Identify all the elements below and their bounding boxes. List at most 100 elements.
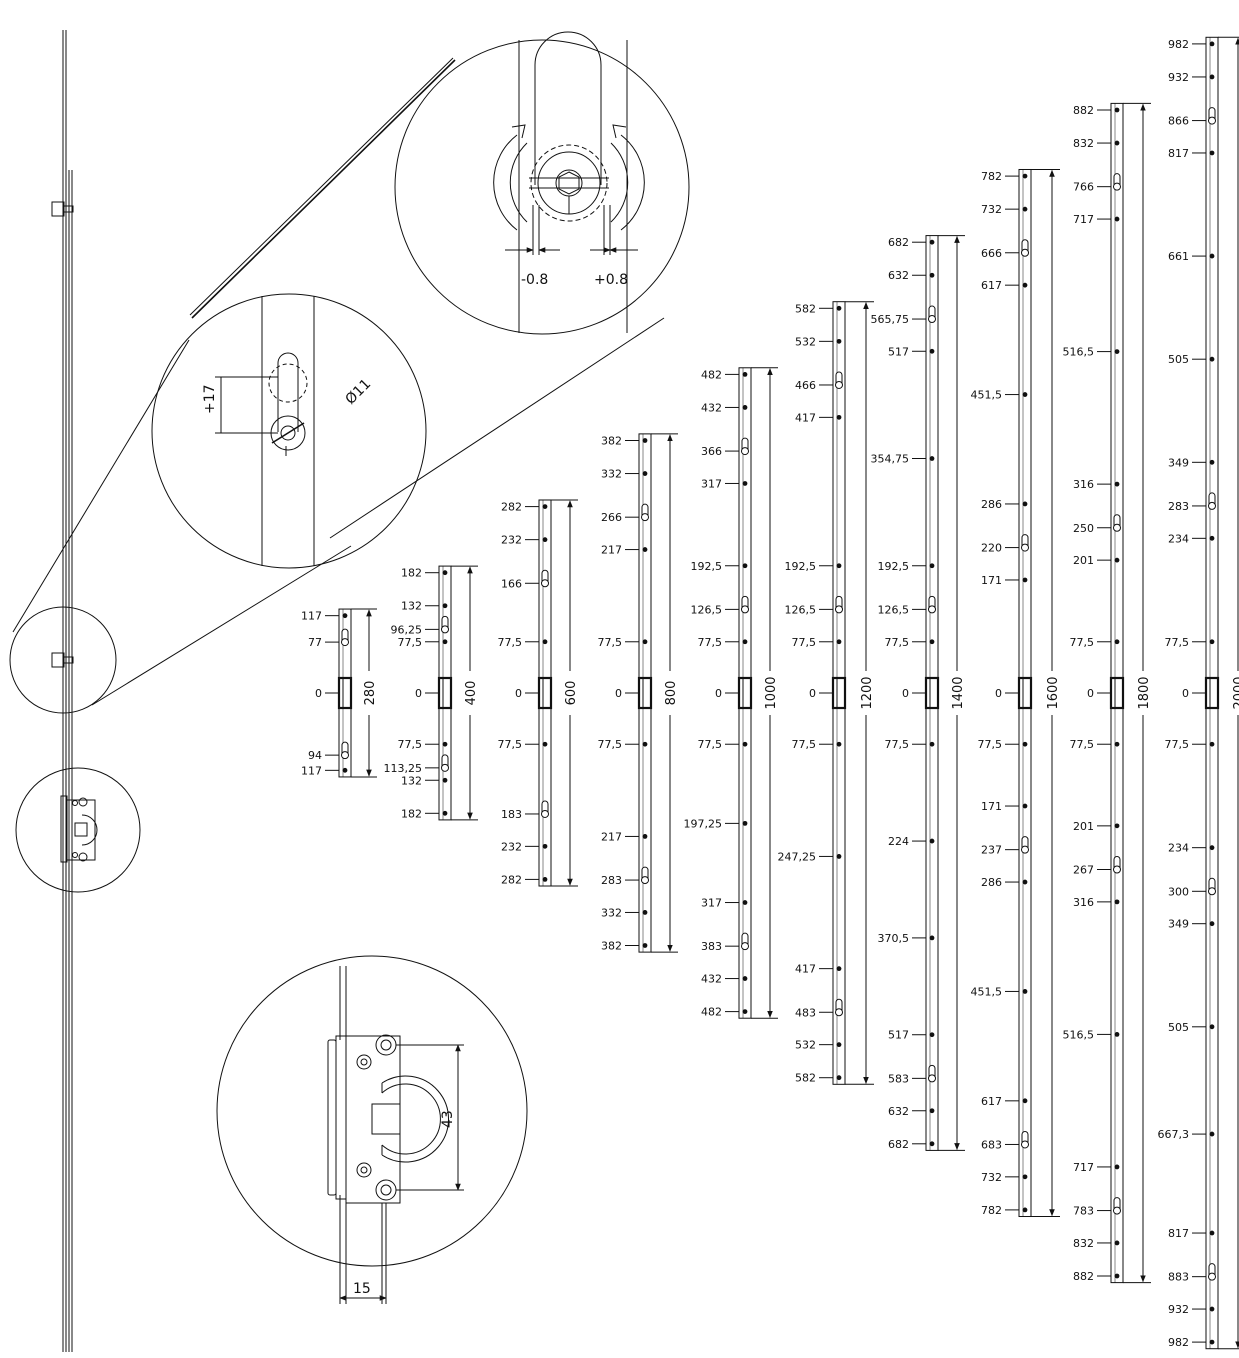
hole-position-label: 982	[1168, 38, 1189, 51]
hole-position-label: 283	[601, 874, 622, 887]
hole-position-label: 532	[795, 335, 816, 348]
hole-position-label: 126,5	[691, 603, 723, 616]
hole	[929, 1141, 935, 1147]
hole	[1209, 356, 1215, 362]
hole-position-label: 192,5	[785, 560, 817, 573]
hole-position-label: 982	[1168, 1336, 1189, 1349]
hole	[342, 767, 348, 773]
hole-position-label: 317	[701, 477, 722, 490]
hole	[1209, 459, 1215, 465]
hole	[1209, 1339, 1215, 1345]
hole-position-label: 482	[701, 1006, 722, 1019]
hole-position-label: 516,5	[1063, 1028, 1095, 1041]
gearbox-block	[924, 676, 940, 710]
label-gearbox-width: 15	[353, 1281, 371, 1297]
hole	[542, 877, 548, 882]
hole-position-label: 817	[1168, 1227, 1189, 1240]
detail-circle-top	[394, 31, 690, 335]
hole-position-label: 266	[601, 511, 622, 524]
hole-position-label: 77,5	[698, 636, 723, 649]
hole-position-label: 866	[1168, 115, 1189, 128]
hole-position-label: 282	[501, 873, 522, 886]
hole	[742, 405, 748, 410]
hole-position-label: 0	[809, 687, 816, 700]
hole	[442, 741, 448, 747]
hole	[742, 820, 748, 826]
hole-position-label: 383	[701, 940, 722, 953]
hole-position-label: 192,5	[691, 560, 723, 573]
hole-position-label: 432	[701, 401, 722, 414]
hole-position-label: 667,3	[1158, 1128, 1190, 1141]
hole	[742, 371, 748, 377]
hole-position-label: 565,75	[871, 313, 910, 326]
hole	[1022, 1098, 1028, 1104]
hole	[642, 438, 648, 443]
slot-hole-pin	[1208, 501, 1216, 510]
hole	[742, 900, 748, 905]
hole-position-label: 432	[701, 973, 722, 986]
hole-position-label: 171	[981, 800, 1002, 813]
hole-position-label: 632	[888, 269, 909, 282]
hole-position-label: 466	[795, 379, 816, 392]
hole-position-label: 132	[401, 600, 422, 613]
slot-hole-pin	[1113, 182, 1121, 191]
hole-position-label: 717	[1073, 1161, 1094, 1174]
hole-position-label: 366	[701, 445, 722, 458]
hole-position-label: 0	[515, 687, 522, 700]
locking-bars: 2801177709411740018213296,2577,5077,5113…	[301, 36, 1239, 1350]
hole-position-label: 217	[601, 830, 622, 843]
hole	[1022, 989, 1028, 994]
hole-position-label: 234	[1168, 532, 1189, 545]
hole	[1022, 803, 1028, 809]
hole-position-label: 632	[888, 1105, 909, 1118]
hole	[1114, 216, 1120, 222]
hole-position-label: 77,5	[598, 636, 623, 649]
hole	[836, 741, 842, 747]
slot-hole-pin	[1113, 1206, 1121, 1215]
slot-hole-pin	[1113, 865, 1121, 874]
hole-position-label: 766	[1073, 181, 1094, 194]
hole	[442, 810, 448, 816]
hole-position-label: 382	[601, 940, 622, 953]
bar-length-label: 1400	[951, 676, 966, 709]
hole	[836, 1075, 842, 1081]
hole-position-label: 0	[1182, 687, 1189, 700]
hole-position-label: 113,25	[384, 762, 423, 775]
hole-position-label: 171	[981, 574, 1002, 587]
hole-position-label: 516,5	[1063, 346, 1095, 359]
hole-position-label: 932	[1168, 1303, 1189, 1316]
hole-position-label: 617	[981, 1095, 1002, 1108]
slot-hole-pin	[1113, 523, 1121, 532]
slot-hole-pin	[1208, 887, 1216, 896]
bar-1200: 1200582532466417192,5126,577,5077,5247,2…	[778, 301, 875, 1085]
hole	[929, 741, 935, 747]
hole-position-label: 77,5	[885, 738, 910, 751]
hole	[1114, 823, 1120, 829]
hole-position-label: 451,5	[971, 985, 1003, 998]
hole	[1114, 107, 1120, 113]
hole-position-label: 505	[1168, 353, 1189, 366]
leader-lines	[12, 57, 665, 706]
slot-hole-pin	[341, 751, 349, 760]
hole	[642, 547, 648, 552]
bar-length-label: 2000	[1232, 676, 1239, 709]
gearbox-block	[637, 676, 653, 710]
hole-position-label: 234	[1168, 842, 1189, 855]
hole-position-label: 0	[315, 687, 322, 700]
hole	[1209, 741, 1215, 747]
hole-position-label: 832	[1073, 1237, 1094, 1250]
hole	[1209, 1131, 1215, 1137]
slot-hole-pin	[835, 605, 843, 614]
hole-position-label: 77,5	[978, 738, 1003, 751]
hole	[442, 777, 448, 783]
slot-hole-pin	[928, 315, 936, 324]
hole-position-label: 882	[1073, 1270, 1094, 1283]
hole-position-label: 250	[1073, 522, 1094, 535]
hole-position-label: 417	[795, 963, 816, 976]
hole-position-label: 582	[795, 1072, 816, 1085]
hole-position-label: 617	[981, 279, 1002, 292]
hole	[1209, 253, 1215, 259]
hole-position-label: 77,5	[398, 738, 423, 751]
hole	[1022, 173, 1028, 179]
